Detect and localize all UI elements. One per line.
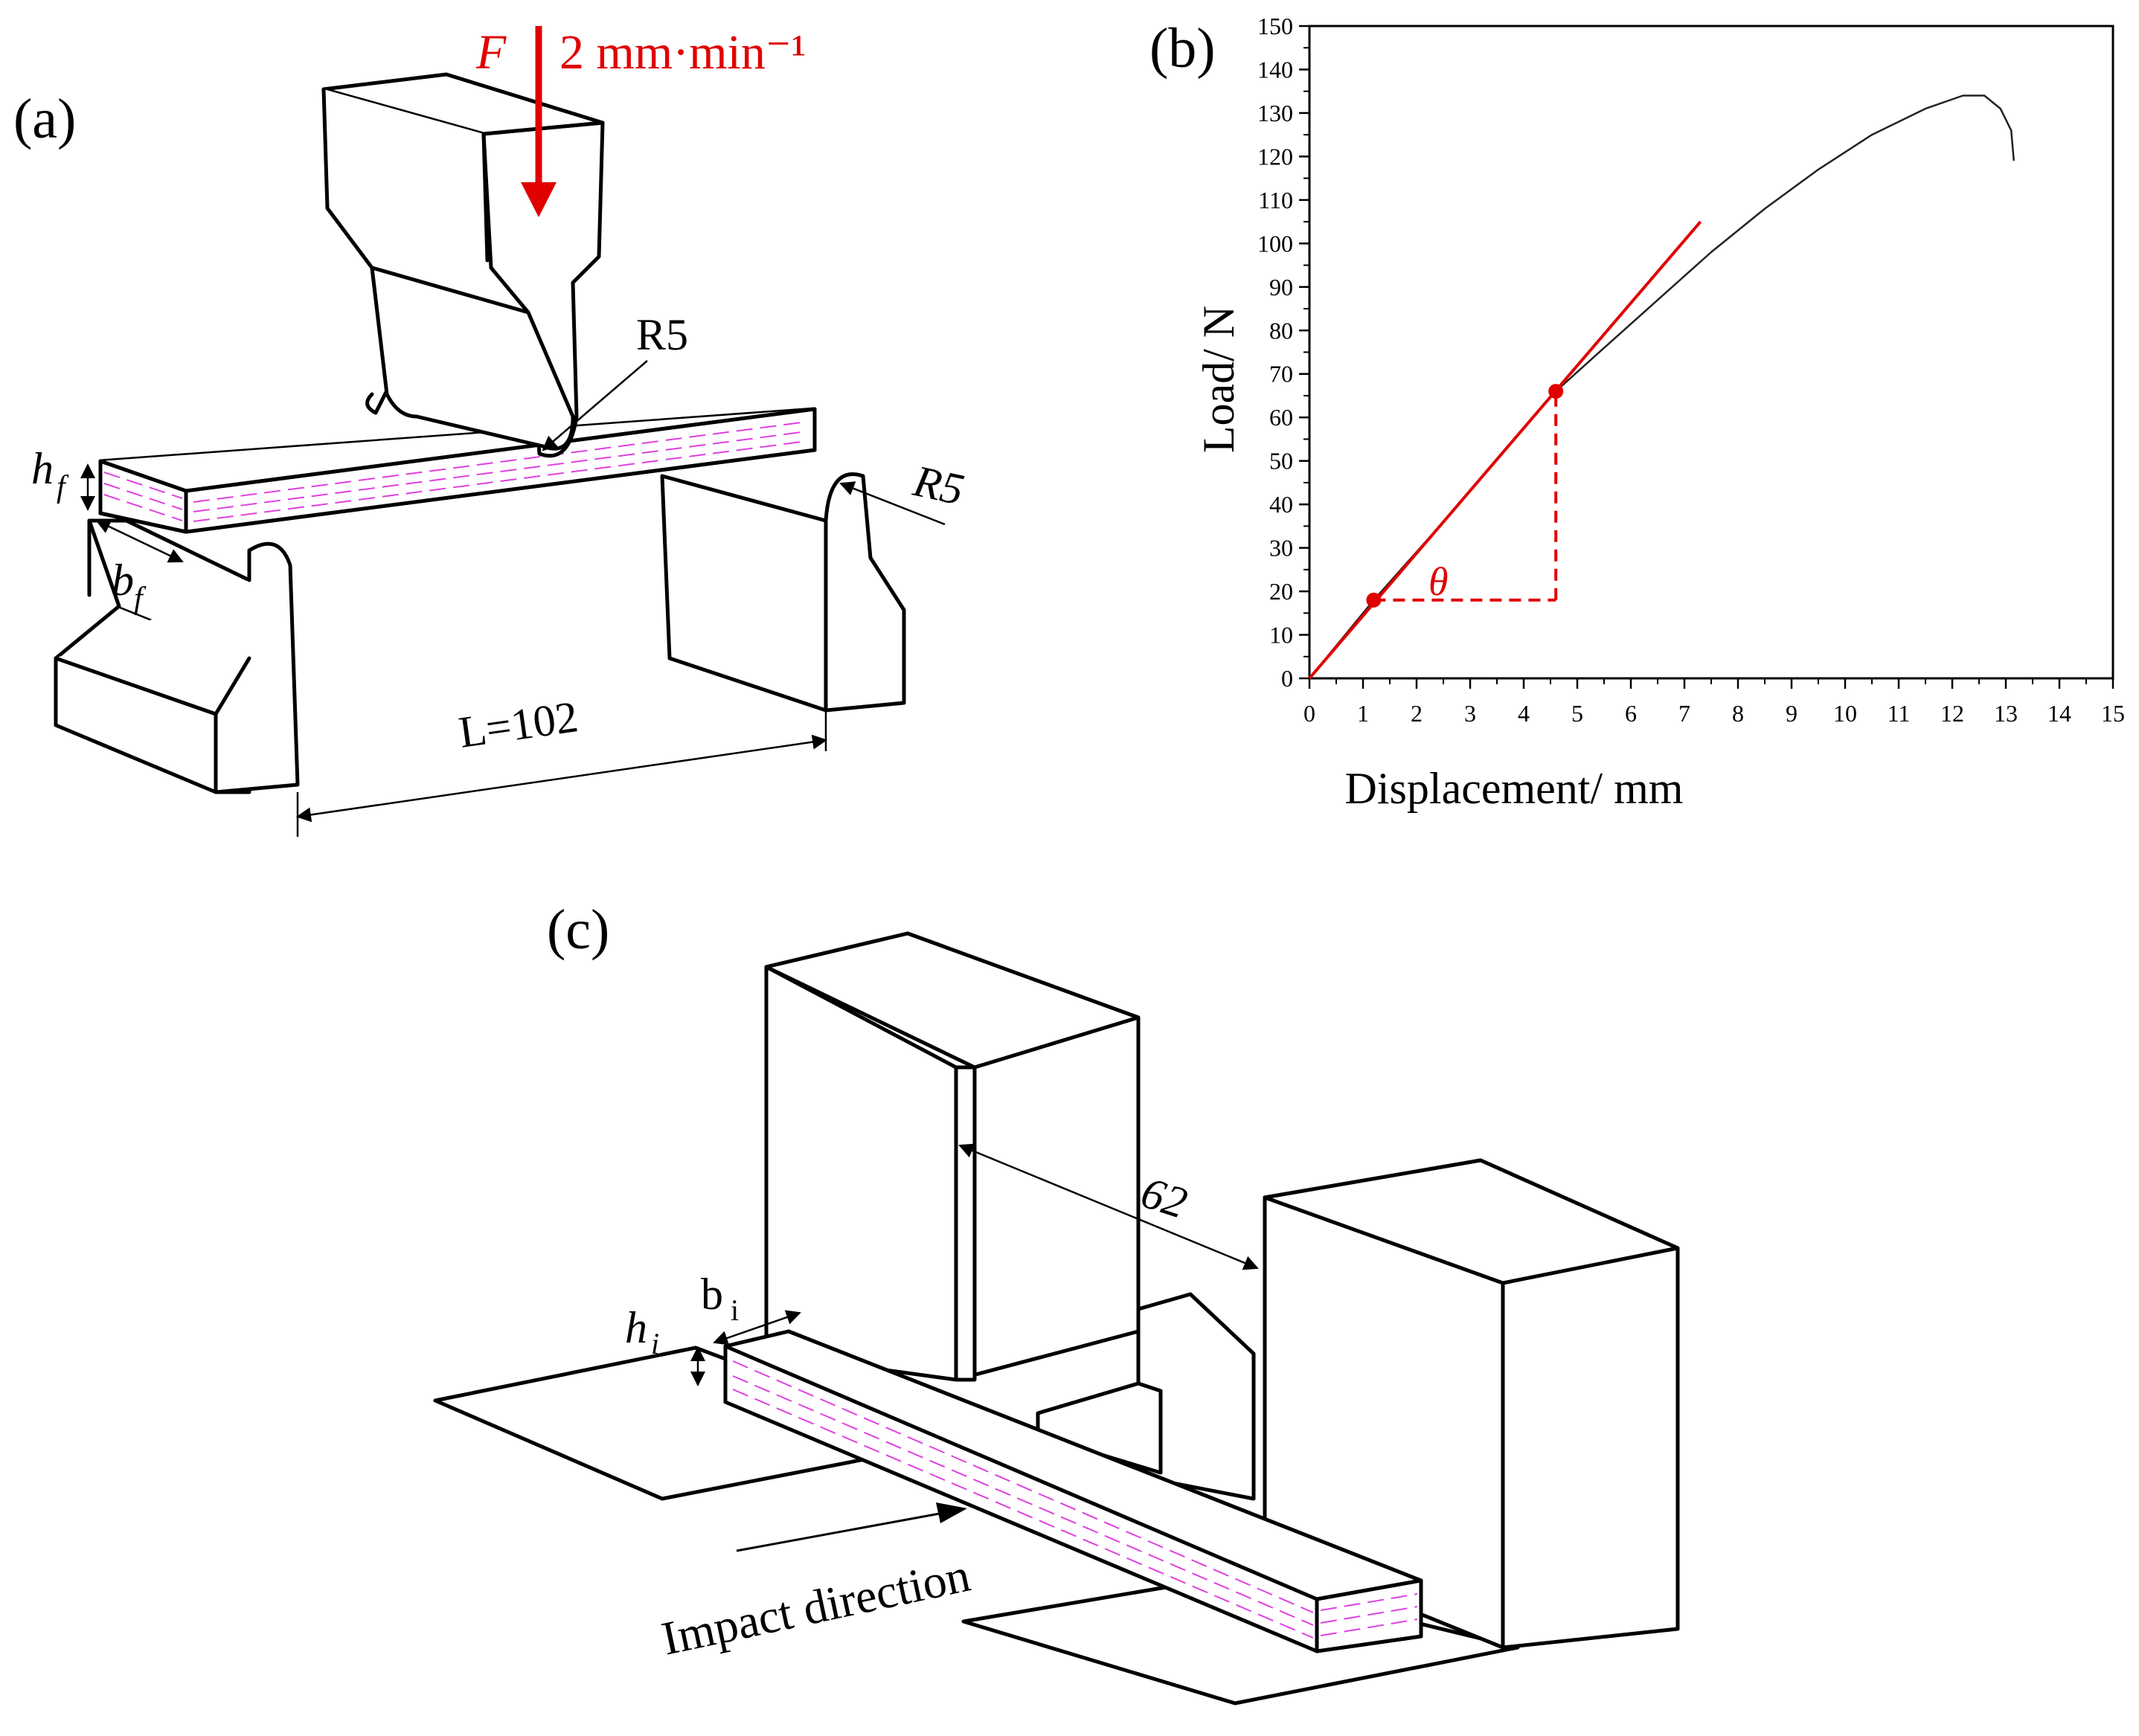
- middle-blocks: [1036, 1292, 1256, 1501]
- y-tick-label: 100: [1257, 230, 1293, 257]
- y-tick-label: 70: [1269, 361, 1293, 388]
- x-tick-label: 5: [1571, 700, 1583, 727]
- impact-width-symbol: b: [701, 1270, 723, 1319]
- flexural-height-subscript: f: [57, 470, 69, 504]
- impact-height-subscript: i: [651, 1327, 659, 1360]
- x-tick-label: 10: [1833, 700, 1857, 727]
- x-tick-label: 13: [1994, 700, 2018, 727]
- x-tick-label: 14: [2047, 700, 2071, 727]
- x-tick-label: 2: [1411, 700, 1423, 727]
- x-tick-label: 7: [1678, 700, 1690, 727]
- y-tick-label: 80: [1269, 317, 1293, 344]
- right-support: [660, 472, 906, 713]
- y-tick-label: 50: [1269, 448, 1293, 475]
- left-support: [54, 518, 300, 794]
- impact-direction-label: Impact direction: [657, 1549, 975, 1665]
- impact-width-dimension: b i: [701, 1270, 801, 1346]
- x-tick-label: 9: [1786, 700, 1798, 727]
- force-arrow: [521, 26, 557, 217]
- flexural-height-dimension: h f: [31, 444, 95, 511]
- x-tick-label: 3: [1464, 700, 1476, 727]
- loading-nose: [321, 72, 605, 458]
- fit-point-marker: [1366, 592, 1382, 608]
- y-tick-label: 40: [1269, 491, 1293, 518]
- x-tick-label: 11: [1888, 700, 1911, 727]
- x-axis-title: Displacement/ mm: [1345, 764, 1684, 813]
- left-anvil-block: [764, 931, 1141, 1382]
- y-tick-label: 120: [1257, 143, 1293, 170]
- load-displacement-curve: [1309, 94, 2015, 679]
- y-tick-label: 30: [1269, 535, 1293, 562]
- nose-radius-leader: [542, 360, 648, 451]
- impact-height-dimension: h i: [625, 1303, 705, 1386]
- impact-specimen: [723, 1329, 1423, 1653]
- support-radius-leader: [839, 481, 946, 526]
- support-radius-label: R5: [908, 456, 968, 515]
- y-tick-label: 110: [1258, 187, 1293, 213]
- specimen-laminate-hatch: [732, 1360, 1418, 1639]
- span-label: L=102: [456, 692, 581, 757]
- y-tick-label: 130: [1257, 100, 1293, 126]
- x-tick-label: 6: [1625, 700, 1637, 727]
- flexural-specimen: [98, 407, 817, 534]
- panel-a-label: (a): [13, 88, 76, 150]
- panel-a-three-point-bending: (a): [13, 25, 968, 837]
- impact-height-symbol: h: [625, 1303, 647, 1352]
- fit-point-marker: [1548, 384, 1564, 399]
- y-tick-label: 0: [1281, 665, 1293, 692]
- y-tick-label: 60: [1269, 404, 1293, 431]
- y-tick-label: 140: [1257, 56, 1293, 83]
- loading-rate: 2 mm·min⁻¹: [559, 25, 806, 80]
- panel-c-impact-test: (c): [433, 898, 1680, 1706]
- y-tick-label: 10: [1269, 622, 1293, 649]
- x-tick-label: 15: [2101, 700, 2125, 727]
- panel-b-label: (b): [1149, 17, 1216, 80]
- x-tick-label: 8: [1732, 700, 1744, 727]
- flexural-height-symbol: h: [31, 444, 54, 493]
- span-dimension: L=102: [296, 692, 827, 837]
- linear-fit-line: [1308, 220, 1702, 680]
- y-tick-label: 20: [1269, 578, 1293, 605]
- flexural-width-symbol: b: [112, 556, 134, 605]
- nose-radius-label: R5: [636, 310, 688, 359]
- theta-label: θ: [1428, 559, 1449, 604]
- x-tick-label: 4: [1518, 700, 1530, 727]
- beam-laminate-hatch: [103, 421, 808, 522]
- panel-c-label: (c): [547, 898, 609, 961]
- force-symbol: F: [475, 25, 507, 80]
- y-axis-title: Load/ N: [1194, 306, 1243, 453]
- x-tick-label: 12: [1940, 700, 1964, 727]
- x-tick-label: 0: [1303, 700, 1315, 727]
- y-tick-label: 150: [1257, 13, 1293, 39]
- impact-direction-arrow: Impact direction: [657, 1502, 975, 1665]
- x-tick-label: 1: [1357, 700, 1369, 727]
- y-tick-label: 90: [1269, 274, 1293, 300]
- gap-label: 62: [1135, 1168, 1193, 1228]
- impact-width-subscript: i: [731, 1293, 739, 1327]
